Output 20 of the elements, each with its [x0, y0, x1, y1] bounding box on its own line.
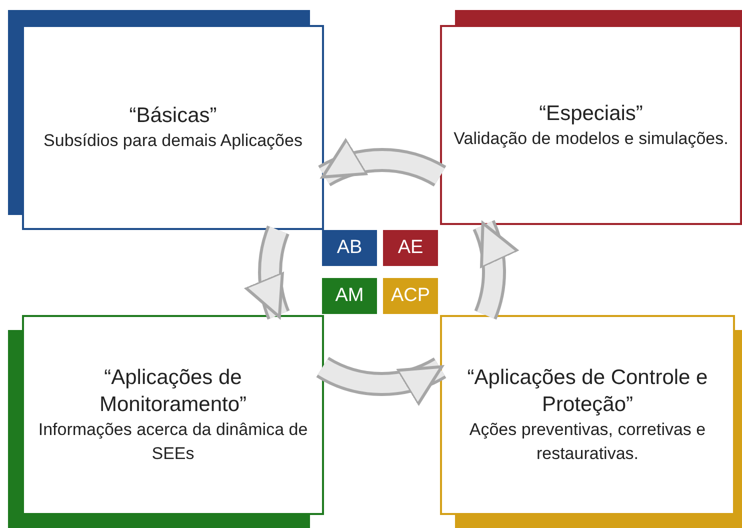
card-title: “Especiais” — [539, 100, 643, 126]
abbreviation-tile: AE — [383, 230, 438, 266]
curved-arrow — [472, 220, 518, 319]
text-card — [22, 315, 324, 515]
card-text: Informações acerca da dinâmica de SEEs — [37, 419, 309, 465]
card-text: Subsídios para demais Aplicações — [44, 130, 302, 152]
card-title: “Aplicações de Monitoramento” — [98, 365, 248, 418]
text-card — [440, 25, 742, 225]
card-text: Validação de modelos e simulações. — [454, 128, 728, 150]
curved-arrow — [246, 226, 290, 319]
text-card — [440, 315, 735, 515]
card-title: “Básicas” — [129, 103, 217, 129]
abbreviation-tile: AM — [322, 278, 377, 314]
card-title: “Aplicações de Controle e Proteção” — [466, 365, 709, 418]
abbreviation-tile: ACP — [383, 278, 438, 314]
curved-arrow — [316, 356, 446, 405]
abbreviation-tile: AB — [322, 230, 377, 266]
curved-arrow — [318, 139, 446, 187]
text-card — [22, 25, 324, 230]
card-text: Ações preventivas, corretivas e restaurativas. — [468, 419, 707, 465]
